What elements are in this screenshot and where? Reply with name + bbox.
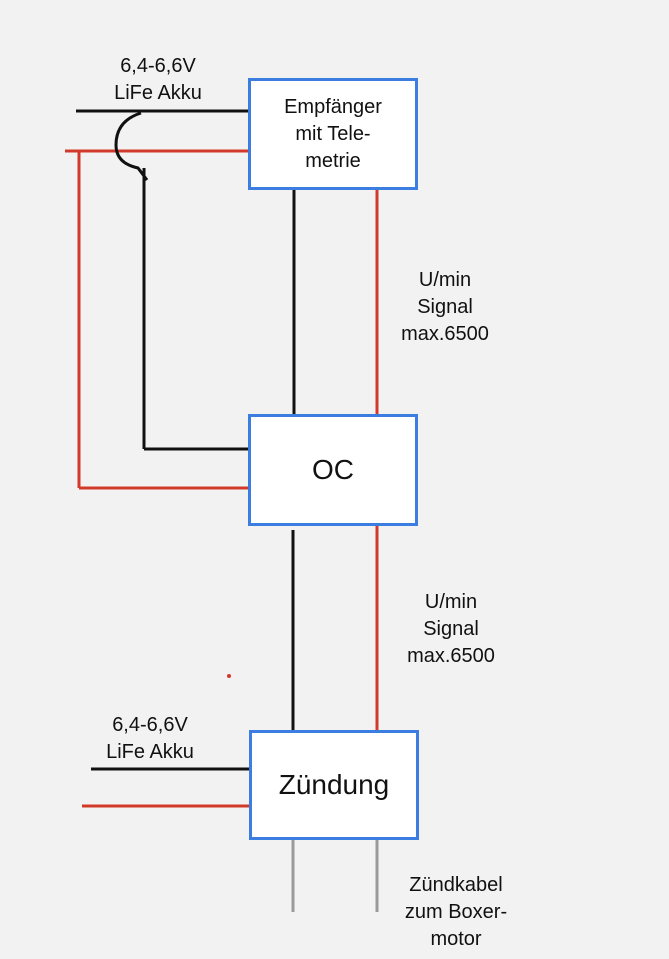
battery-top-label: 6,4-6,6V LiFe Akku: [88, 53, 228, 107]
signal-top-line2: Signal: [417, 296, 473, 318]
ignition-label: Zündung: [278, 769, 390, 800]
ignition-cable-label: Zündkabel zum Boxer- motor: [386, 872, 526, 953]
black-crossover-wire: [114, 111, 149, 181]
battery-top-type: LiFe Akku: [114, 82, 202, 104]
ignition-box: Zündung: [249, 730, 419, 840]
battery-bottom-label: 6,4-6,6V LiFe Akku: [80, 712, 220, 766]
oc-label: OC: [312, 454, 354, 485]
oc-box: OC: [248, 414, 418, 526]
ignition-cable-line2: zum Boxer-: [404, 901, 508, 923]
receiver-label-line3: metrie: [305, 149, 361, 172]
battery-top-voltage: 6,4-6,6V: [120, 55, 196, 77]
ignition-cable-line3: motor: [430, 928, 482, 950]
receiver-label-line2: mit Tele-: [295, 122, 371, 145]
receiver-box: Empfänger mit Tele- metrie: [248, 78, 418, 190]
red-speck: [227, 674, 231, 678]
ignition-cable-line1: Zündkabel: [409, 874, 503, 896]
signal-top-label: U/min Signal max.6500: [380, 267, 510, 348]
signal-bottom-line3: max.6500: [407, 645, 495, 667]
signal-bottom-line1: U/min: [424, 591, 478, 613]
signal-top-line1: U/min: [418, 269, 472, 291]
signal-bottom-label: U/min Signal max.6500: [386, 589, 516, 670]
receiver-label-line1: Empfänger: [284, 95, 382, 118]
battery-bottom-voltage: 6,4-6,6V: [112, 714, 188, 736]
battery-bottom-type: LiFe Akku: [106, 741, 194, 763]
signal-bottom-line2: Signal: [423, 618, 479, 640]
signal-top-line3: max.6500: [401, 323, 489, 345]
